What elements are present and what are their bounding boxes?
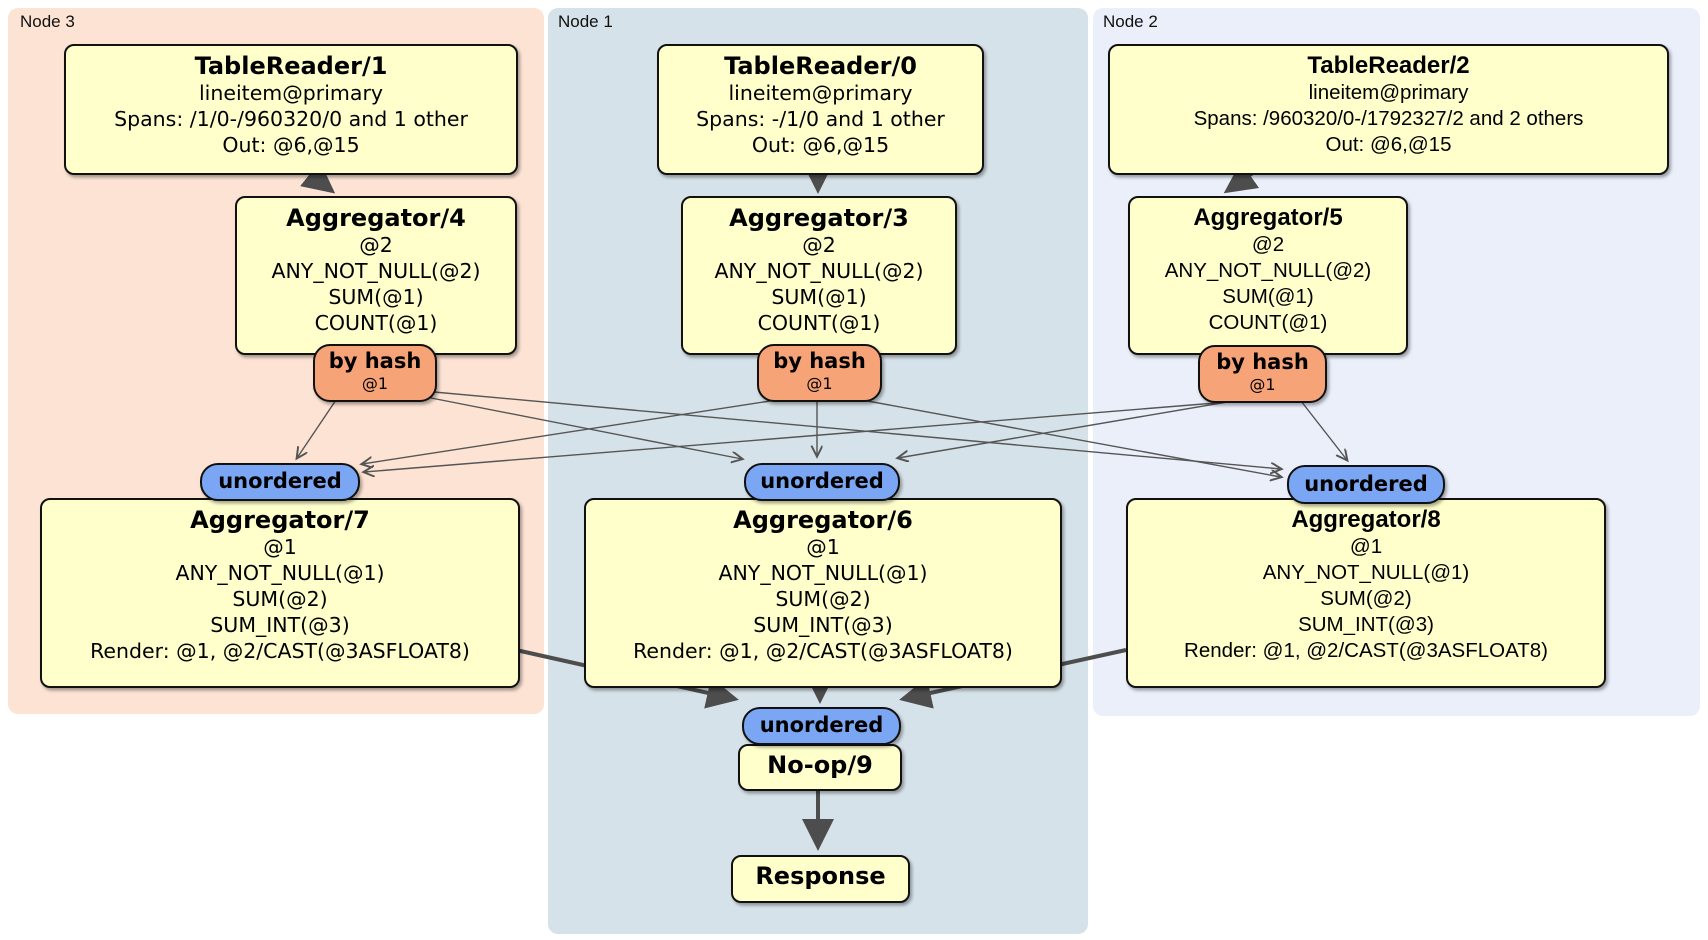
node3-label: Node 3 (20, 12, 75, 31)
aggregator-8-box: Aggregator/8 @1 ANY_NOT_NULL(@1) SUM(@2)… (1126, 498, 1606, 688)
response-box: Response (731, 855, 910, 903)
node2-label: Node 2 (1103, 12, 1158, 31)
box-title: Aggregator/6 (733, 506, 913, 534)
box-line: SUM_INT(@3) (1298, 613, 1434, 636)
box-line: Spans: /960320/0-/1792327/2 and 2 others (1193, 107, 1584, 130)
box-line: @2 (359, 233, 393, 257)
box-line: @1 (806, 535, 840, 559)
by-hash-detail: @1 (1249, 375, 1276, 394)
box-line: lineitem@primary (728, 81, 913, 105)
box-line: ANY_NOT_NULL(@2) (1164, 259, 1372, 282)
tablereader-1-box: TableReader/1 lineitem@primary Spans: /1… (64, 44, 518, 175)
box-line: SUM(@1) (771, 285, 867, 309)
box-line: SUM_INT(@3) (753, 613, 893, 637)
tablereader-0-box: TableReader/0 lineitem@primary Spans: -/… (657, 44, 984, 175)
box-line: Render: @1, @2/CAST(@3ASFLOAT8) (90, 639, 470, 663)
box-line: SUM(@1) (1222, 285, 1314, 308)
box-line: ANY_NOT_NULL(@1) (1262, 561, 1470, 584)
by-hash-5-badge: by hash @1 (1198, 345, 1327, 403)
box-line: SUM(@1) (328, 285, 424, 309)
box-line: Render: @1, @2/CAST(@3ASFLOAT8) (633, 639, 1013, 663)
aggregator-7-box: Aggregator/7 @1 ANY_NOT_NULL(@1) SUM(@2)… (40, 498, 520, 688)
edge-byhash4-unordered8 (433, 391, 1281, 469)
box-line: ANY_NOT_NULL(@2) (271, 259, 481, 283)
by-hash-3-badge: by hash @1 (757, 344, 882, 402)
box-line: lineitem@primary (1308, 81, 1469, 104)
by-hash-label: by hash (1216, 350, 1309, 374)
unordered-6-badge: unordered (744, 463, 900, 501)
edge-byhash5-unordered8 (1300, 400, 1347, 460)
edge-byhash5-unordered6 (898, 400, 1234, 458)
box-title: Aggregator/4 (286, 204, 466, 232)
aggregator-4-box: Aggregator/4 @2 ANY_NOT_NULL(@2) SUM(@1)… (235, 196, 517, 355)
box-line: COUNT(@1) (314, 311, 438, 335)
edge-tablereader2-aggregator5 (1223, 161, 1260, 194)
box-title: Aggregator/5 (1193, 204, 1343, 231)
box-line: Spans: -/1/0 and 1 other (696, 107, 945, 131)
box-title: Aggregator/7 (190, 506, 370, 534)
box-line: ANY_NOT_NULL(@1) (718, 561, 928, 585)
box-title: Response (755, 862, 886, 890)
by-hash-label: by hash (773, 349, 866, 373)
box-title: TableReader/0 (724, 52, 917, 80)
box-line: @1 (263, 535, 297, 559)
box-line: SUM(@2) (775, 587, 871, 611)
box-line: Out: @6,@15 (751, 133, 890, 157)
by-hash-4-badge: by hash @1 (313, 344, 437, 402)
box-line: ANY_NOT_NULL(@2) (714, 259, 924, 283)
box-line: SUM(@2) (1320, 587, 1412, 610)
box-line: COUNT(@1) (1208, 311, 1328, 334)
box-title: Aggregator/8 (1291, 506, 1441, 533)
box-line: @2 (802, 233, 836, 257)
aggregator-6-box: Aggregator/6 @1 ANY_NOT_NULL(@1) SUM(@2)… (584, 498, 1062, 688)
unordered-7-badge: unordered (200, 463, 360, 501)
edge-byhash5-unordered7 (364, 401, 1229, 472)
box-title: TableReader/1 (194, 52, 388, 80)
box-line: Render: @1, @2/CAST(@3ASFLOAT8) (1184, 639, 1548, 662)
edge-byhash4-unordered7 (297, 399, 337, 458)
edge-byhash4-unordered6 (425, 396, 742, 459)
box-line: COUNT(@1) (757, 311, 881, 335)
box-line: Spans: /1/0-/960320/0 and 1 other (114, 107, 468, 131)
edge-byhash3-unordered7 (362, 400, 771, 464)
edge-byhash3-unordered8 (861, 399, 1281, 477)
box-line: @2 (1251, 233, 1285, 256)
box-line: SUM_INT(@3) (210, 613, 350, 637)
aggregator-5-box: Aggregator/5 @2 ANY_NOT_NULL(@2) SUM(@1)… (1128, 196, 1408, 355)
by-hash-detail: @1 (361, 374, 389, 393)
by-hash-detail: @1 (806, 374, 833, 393)
box-line: @1 (1349, 535, 1383, 558)
box-line: Out: @6,@15 (222, 133, 360, 157)
aggregator-3-box: Aggregator/3 @2 ANY_NOT_NULL(@2) SUM(@1)… (681, 196, 957, 355)
unordered-final-badge: unordered (742, 707, 901, 745)
by-hash-label: by hash (328, 349, 422, 373)
box-title: TableReader/2 (1307, 52, 1470, 79)
box-line: SUM(@2) (232, 587, 328, 611)
noop-9-box: No-op/9 (738, 744, 902, 791)
box-title: Aggregator/3 (729, 204, 909, 232)
edge-tablereader1-aggregator4 (300, 161, 336, 194)
box-line: Out: @6,@15 (1325, 133, 1452, 156)
unordered-8-badge: unordered (1287, 465, 1445, 504)
box-title: No-op/9 (767, 751, 873, 779)
tablereader-2-box: TableReader/2 lineitem@primary Spans: /9… (1108, 44, 1669, 175)
box-line: lineitem@primary (198, 81, 384, 105)
node1-label: Node 1 (558, 12, 613, 31)
box-line: ANY_NOT_NULL(@1) (175, 561, 385, 585)
